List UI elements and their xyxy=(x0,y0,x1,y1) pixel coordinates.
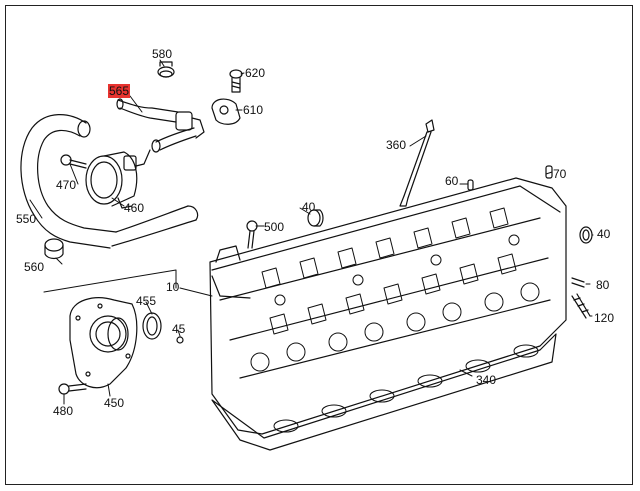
head-bolt-360[interactable] xyxy=(399,119,435,207)
callout-560[interactable]: 560 xyxy=(24,260,45,274)
callout-40-right[interactable]: 40 xyxy=(597,227,611,241)
seal-40-left[interactable] xyxy=(307,209,324,227)
callout-360[interactable]: 360 xyxy=(386,138,407,152)
callout-10[interactable]: 10 xyxy=(166,280,180,294)
thermostat-housing-460[interactable] xyxy=(85,151,138,209)
callout-580[interactable]: 580 xyxy=(152,47,173,61)
water-pump-450[interactable] xyxy=(69,297,138,389)
bolt-500[interactable] xyxy=(246,220,258,249)
callout-550[interactable]: 550 xyxy=(16,212,37,226)
callout-470[interactable]: 470 xyxy=(56,178,77,192)
callout-610[interactable]: 610 xyxy=(243,103,264,117)
hose-clamp-580[interactable] xyxy=(157,61,175,78)
oring-45[interactable] xyxy=(176,336,184,344)
callout-450[interactable]: 450 xyxy=(104,396,125,410)
leader-bracket xyxy=(43,269,177,293)
gasket-455[interactable] xyxy=(142,312,162,340)
coolant-hose-550[interactable] xyxy=(20,114,199,249)
callout-620[interactable]: 620 xyxy=(245,66,266,80)
callout-455[interactable]: 455 xyxy=(136,294,157,308)
callout-565-highlighted[interactable]: 565 xyxy=(108,84,131,98)
stud-120[interactable] xyxy=(571,293,591,319)
bolt-470[interactable] xyxy=(60,154,87,169)
bolt-480[interactable] xyxy=(58,383,87,395)
callout-60[interactable]: 60 xyxy=(445,174,459,188)
seal-560[interactable] xyxy=(44,238,64,260)
bracket-610[interactable] xyxy=(211,98,241,125)
callout-480[interactable]: 480 xyxy=(53,404,74,418)
cylinder-head-10[interactable] xyxy=(209,177,567,435)
seal-40-right[interactable] xyxy=(579,226,593,244)
callout-120[interactable]: 120 xyxy=(594,311,615,325)
callout-80[interactable]: 80 xyxy=(596,278,610,292)
diagram-frame xyxy=(5,5,633,485)
pin-80[interactable] xyxy=(571,277,585,288)
callout-340[interactable]: 340 xyxy=(476,373,497,387)
bolt-620[interactable] xyxy=(229,69,243,93)
callout-40-left[interactable]: 40 xyxy=(302,200,316,214)
callout-70[interactable]: 70 xyxy=(553,167,567,181)
callout-45[interactable]: 45 xyxy=(172,322,186,336)
callout-460[interactable]: 460 xyxy=(124,201,145,215)
head-gasket-340[interactable] xyxy=(211,333,557,451)
leader-lines xyxy=(29,59,594,405)
breather-hose-565[interactable] xyxy=(116,98,205,167)
callout-500[interactable]: 500 xyxy=(264,220,285,234)
dowel-60[interactable] xyxy=(467,179,474,191)
